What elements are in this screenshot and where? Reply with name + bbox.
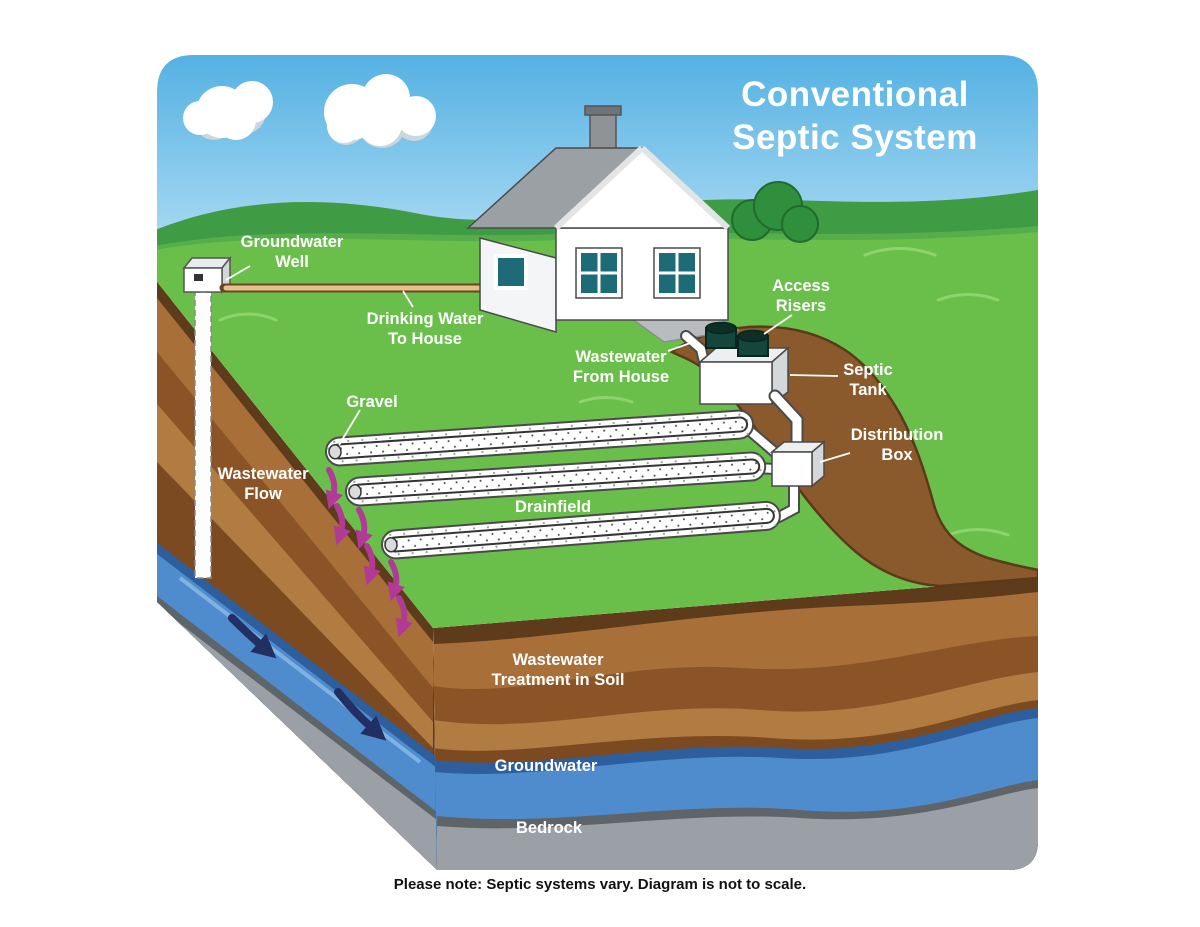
access-riser (737, 329, 769, 357)
drainfield-pipe (324, 409, 755, 467)
cloud-right (324, 74, 436, 148)
house (466, 105, 741, 343)
distribution-box (769, 440, 827, 488)
window (575, 247, 623, 299)
well-pipe (194, 291, 212, 579)
leader-lines (225, 265, 851, 463)
drainfield-pipe (344, 451, 767, 507)
wastewater-arrow (325, 467, 343, 510)
bedrock-layer (437, 788, 1038, 870)
wastewater-arrow (355, 507, 373, 550)
wastewater-arrow (333, 503, 351, 546)
septic-tank (698, 321, 790, 406)
chimney-cap (584, 105, 622, 116)
groundwater-flow-arrow (334, 688, 387, 741)
wastewater-arrow (395, 595, 413, 638)
window (494, 254, 528, 290)
wastewater-arrow (387, 559, 405, 602)
well-head-detail (194, 274, 203, 281)
wastewater-inlet-pipe (680, 330, 710, 368)
trees (731, 181, 819, 243)
access-riser (705, 321, 737, 349)
wastewater-arrow (363, 543, 381, 586)
roof-fascia (553, 145, 731, 231)
groundwater-flow-arrow (228, 614, 277, 659)
groundwater-well (182, 255, 232, 579)
front-soil-face (433, 578, 1038, 870)
grass-contours (218, 247, 1010, 537)
window (653, 247, 701, 299)
wastewater-flow-arrows (325, 467, 413, 638)
cloud-left (183, 81, 273, 140)
tank-front (699, 361, 773, 405)
tank-outlet-pipe (768, 389, 804, 457)
drainfield-pipe (380, 500, 781, 560)
